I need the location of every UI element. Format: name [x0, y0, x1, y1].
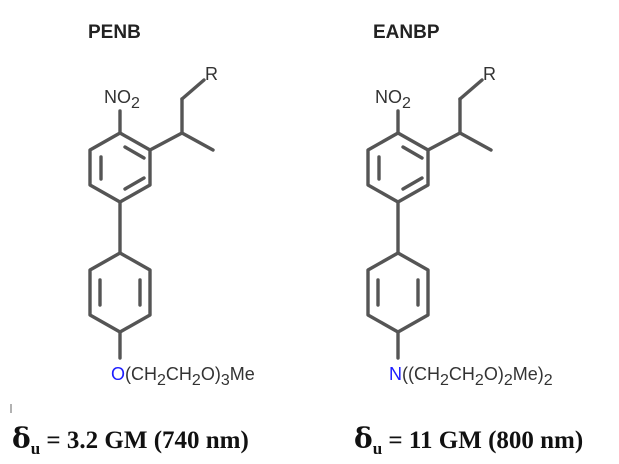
amine-substituent-label-eanbp: N((CH2CH2O)2Me)2 [389, 364, 553, 389]
structure-name-penb: PENB [88, 22, 141, 43]
ether-substituent-label-penb: O(CH2CH2O)3Me [111, 364, 255, 389]
cross-section-label-eanbp: δu = 11 GM (800 nm) [354, 422, 583, 458]
r-group-label-eanbp: R [483, 64, 496, 84]
cross-section-label-penb: δu = 3.2 GM (740 nm) [12, 422, 249, 458]
structure-penb: PENB NO2 R [12, 22, 255, 458]
nitro-group-label-eanbp: NO2 [375, 87, 411, 112]
structure-name-eanbp: EANBP [373, 22, 440, 43]
phenyl-ring-eanbp [366, 251, 430, 334]
phenyl-ring-penb [88, 251, 152, 334]
side-chain-eanbp [426, 78, 493, 152]
nitro-group-label-penb: NO2 [104, 87, 140, 112]
r-group-label-penb: R [205, 64, 218, 84]
nitroaryl-ring-eanbp [366, 131, 430, 204]
nitroaryl-ring-penb [88, 131, 152, 204]
structure-eanbp: EANBP NO2 R N((CH2CH2O)2Me)2 [354, 22, 583, 458]
side-chain-penb [148, 78, 215, 152]
